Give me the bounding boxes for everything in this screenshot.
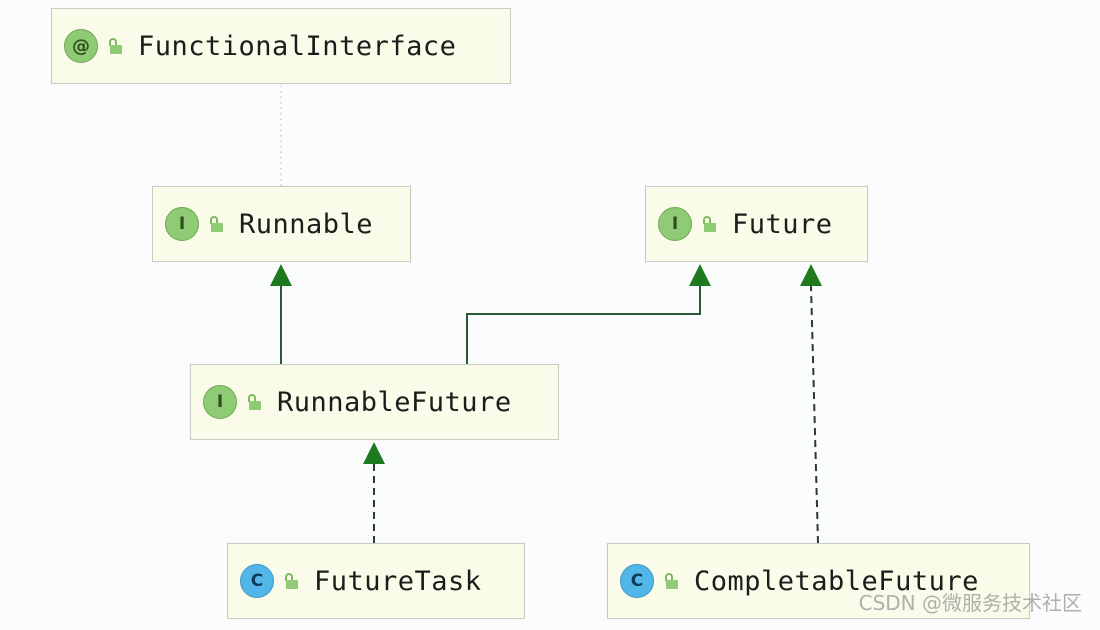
lock-icon bbox=[209, 216, 223, 232]
arrowhead-runnable bbox=[270, 264, 292, 286]
lock-icon bbox=[247, 394, 261, 410]
node-label: FutureTask bbox=[314, 565, 482, 597]
interface-icon: I bbox=[658, 207, 692, 241]
node-runnable-future[interactable]: I RunnableFuture bbox=[190, 364, 559, 440]
lock-icon bbox=[284, 573, 298, 589]
annotation-icon: @ bbox=[64, 29, 98, 63]
node-runnable[interactable]: I Runnable bbox=[152, 186, 411, 262]
interface-icon: I bbox=[165, 207, 199, 241]
arrowhead-runnablefuture bbox=[363, 442, 385, 464]
lock-icon bbox=[108, 38, 122, 54]
edge-completablefuture-future bbox=[810, 285, 819, 544]
node-label: Future bbox=[732, 208, 833, 240]
node-label: Runnable bbox=[239, 208, 374, 240]
node-future-task[interactable]: C FutureTask bbox=[227, 543, 525, 619]
lock-icon bbox=[702, 216, 716, 232]
watermark: CSDN @微服务技术社区 bbox=[858, 591, 1082, 615]
node-label: FunctionalInterface bbox=[138, 30, 457, 62]
arrowhead-future-right bbox=[800, 264, 822, 286]
lock-icon bbox=[664, 573, 678, 589]
node-future[interactable]: I Future bbox=[645, 186, 868, 262]
node-label: RunnableFuture bbox=[277, 386, 512, 418]
interface-icon: I bbox=[203, 385, 237, 419]
node-completable-future[interactable]: C CompletableFuture bbox=[607, 543, 1030, 619]
node-functional-interface[interactable]: @ FunctionalInterface bbox=[51, 8, 511, 84]
class-icon: C bbox=[240, 564, 274, 598]
class-icon: C bbox=[620, 564, 654, 598]
edge-runnablefuture-future bbox=[466, 286, 701, 364]
node-label: CompletableFuture bbox=[694, 565, 979, 597]
arrowhead-future-left bbox=[689, 264, 711, 286]
